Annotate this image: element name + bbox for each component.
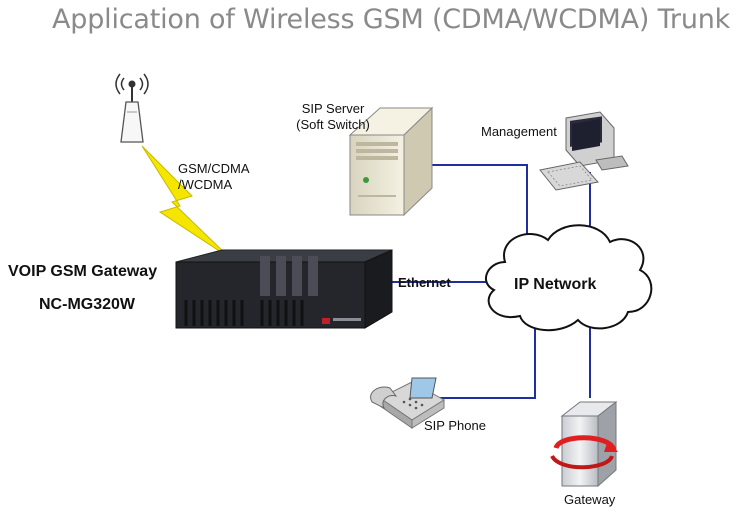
ip-network-cloud <box>484 224 653 332</box>
sip-phone-icon <box>370 377 445 429</box>
ip-network-label: IP Network <box>514 276 597 293</box>
voip-gateway-label: VOIP GSM Gateway <box>8 263 158 280</box>
ethernet-label: Ethernet <box>398 275 451 290</box>
gateway-model-label: NC-MG320W <box>39 296 136 313</box>
sip-server-label-line2: (Soft Switch) <box>296 117 370 132</box>
gateway-icon <box>550 400 618 488</box>
sip-server-label-line1: SIP Server <box>301 101 365 116</box>
wireless-label-line2: /WCDMA <box>178 177 233 192</box>
sip-server-icon <box>348 106 434 217</box>
sip-server-label: SIP Server (Soft Switch) <box>283 101 383 133</box>
management-label: Management <box>481 124 557 139</box>
link-sip-phone <box>438 318 536 399</box>
link-sip-server <box>410 164 528 245</box>
management-computer-icon <box>539 111 629 191</box>
antenna-icon <box>115 73 149 143</box>
wireless-label: GSM/CDMA /WCDMA <box>178 161 250 193</box>
sip-phone-label: SIP Phone <box>424 418 486 433</box>
diagram-title: Application of Wireless GSM (CDMA/WCDMA)… <box>52 4 731 35</box>
wireless-label-line1: GSM/CDMA <box>178 161 250 176</box>
gsm-gateway-device-icon <box>175 249 393 329</box>
gateway-label: Gateway <box>564 492 616 507</box>
